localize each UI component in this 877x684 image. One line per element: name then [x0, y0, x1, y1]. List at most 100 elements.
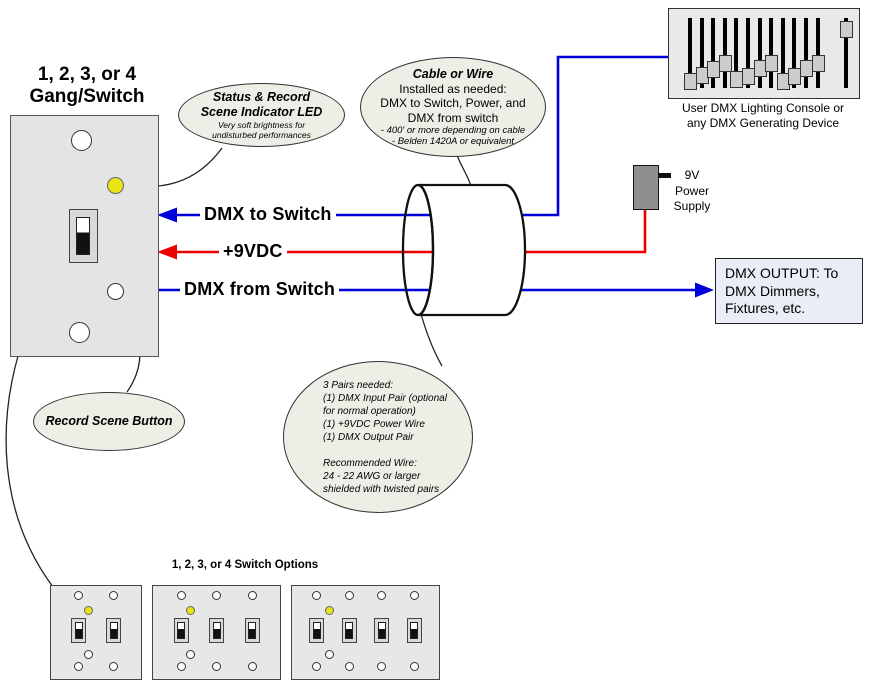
fader-track [734, 18, 738, 88]
fader-track [688, 18, 692, 88]
status-led [186, 606, 195, 615]
toggle-lever [74, 622, 83, 639]
gang-column [173, 586, 189, 679]
fader-track [758, 18, 762, 88]
toggle-lever [177, 622, 185, 639]
gang-column [209, 586, 224, 679]
connector-plate-to-options [5, 355, 54, 588]
fader-knob [765, 55, 778, 72]
callout-cable-notes: - 400' or more depending on cable - Beld… [380, 125, 526, 148]
wire-dmx-to-switch [172, 55, 668, 217]
toggle-switch [406, 618, 422, 643]
callout-led-title1: Status & Record [212, 89, 311, 104]
screw-hole [176, 591, 186, 600]
fader-track [792, 18, 796, 88]
screw-hole [247, 591, 257, 600]
fader-knob [719, 55, 732, 72]
screw-hole [247, 662, 257, 671]
toggle-switch [106, 618, 121, 643]
options-row [50, 585, 440, 680]
screw-hole [344, 591, 354, 600]
screw-hole [312, 662, 322, 671]
callout-pairs-text: 3 Pairs needed: (1) DMX Input Pair (opti… [323, 379, 447, 495]
toggle-lever [312, 622, 321, 639]
callout-record-label: Record Scene Button [45, 414, 173, 428]
screw-hole [74, 662, 83, 671]
screw-hole [109, 662, 118, 671]
toggle-switch [71, 618, 86, 643]
fader-track [769, 18, 773, 88]
screw-hole [176, 662, 186, 671]
power-supply-label: 9V Power Supply [673, 168, 711, 213]
screw-hole [377, 662, 387, 671]
fader-knob [812, 55, 825, 72]
record-scene-button [325, 650, 334, 659]
callout-tail-cable [455, 152, 472, 187]
page-title: 1, 2, 3, or 4 Gang/Switch [8, 64, 166, 108]
callout-led: Status & Record Scene Indicator LED Very… [178, 83, 345, 147]
switch-option-plate-4-gang [291, 585, 440, 680]
record-scene-button [186, 650, 195, 659]
gang-column [71, 586, 86, 679]
dmx-console [668, 8, 860, 99]
toggle-lever [248, 622, 256, 639]
status-led [84, 606, 93, 615]
console-caption: User DMX Lighting Console or any DMX Gen… [681, 101, 845, 130]
toggle-lever [345, 622, 354, 639]
switch-option-plate-3-gang [152, 585, 281, 680]
gang-column [309, 586, 325, 679]
callout-record: Record Scene Button [33, 392, 185, 451]
callout-tail-pairs [420, 313, 443, 367]
callout-cable-body: Installed as needed: DMX to Switch, Powe… [380, 81, 526, 125]
wire-label-dmx-from-switch: DMX from Switch [180, 279, 340, 299]
callout-led-sub2: undisturbed performances [212, 130, 311, 140]
toggle-lever [377, 622, 386, 639]
status-led [325, 606, 334, 615]
master-fader-knob [840, 21, 853, 38]
wire-label-9vdc: +9VDC [219, 241, 287, 261]
toggle-switch [309, 618, 325, 643]
callout-cable: Cable or Wire Installed as needed: DMX t… [360, 57, 546, 157]
screw-hole [74, 591, 83, 600]
cable-cylinder-end-cap [401, 183, 435, 317]
fader-track [804, 18, 808, 88]
screw-hole [212, 662, 221, 671]
power-supply-prong [658, 173, 671, 178]
switch-option-plate-2-gang [50, 585, 142, 680]
toggle-switch [244, 618, 260, 643]
arrow-9vdc [157, 244, 177, 260]
gang-switch-plate [10, 115, 159, 357]
fader-track [711, 18, 715, 88]
callout-cable-title: Cable or Wire [412, 66, 494, 81]
arrow-dmx-from-switch [695, 282, 714, 298]
fader-track [746, 18, 750, 88]
toggle-switch [69, 209, 98, 263]
options-heading: 1, 2, 3, or 4 Switch Options [171, 559, 319, 571]
toggle-switch [374, 618, 390, 643]
record-scene-button [84, 650, 93, 659]
title-line2: Gang/Switch [29, 86, 145, 107]
power-supply-9v [633, 165, 659, 210]
screw-hole [409, 591, 419, 600]
fader-track [781, 18, 785, 88]
screw-hole [212, 591, 221, 600]
status-led [107, 177, 124, 194]
screw-hole [409, 662, 419, 671]
toggle-switch [341, 618, 357, 643]
dmx-output-box: DMX OUTPUT: To DMX Dimmers, Fixtures, et… [715, 258, 863, 324]
screw-hole [377, 591, 387, 600]
callout-led-sub1: Very soft brightness for [217, 119, 306, 130]
toggle-lever [212, 622, 221, 639]
screw-hole [312, 591, 322, 600]
gang-column [106, 586, 121, 679]
wire-label-dmx-to-switch: DMX to Switch [200, 204, 336, 224]
fader-track [700, 18, 704, 88]
toggle-lever [410, 622, 419, 639]
gang-column [406, 586, 422, 679]
wire-9vdc [172, 209, 647, 254]
screw-hole [344, 662, 354, 671]
gang-column [374, 586, 390, 679]
gang-column [341, 586, 357, 679]
